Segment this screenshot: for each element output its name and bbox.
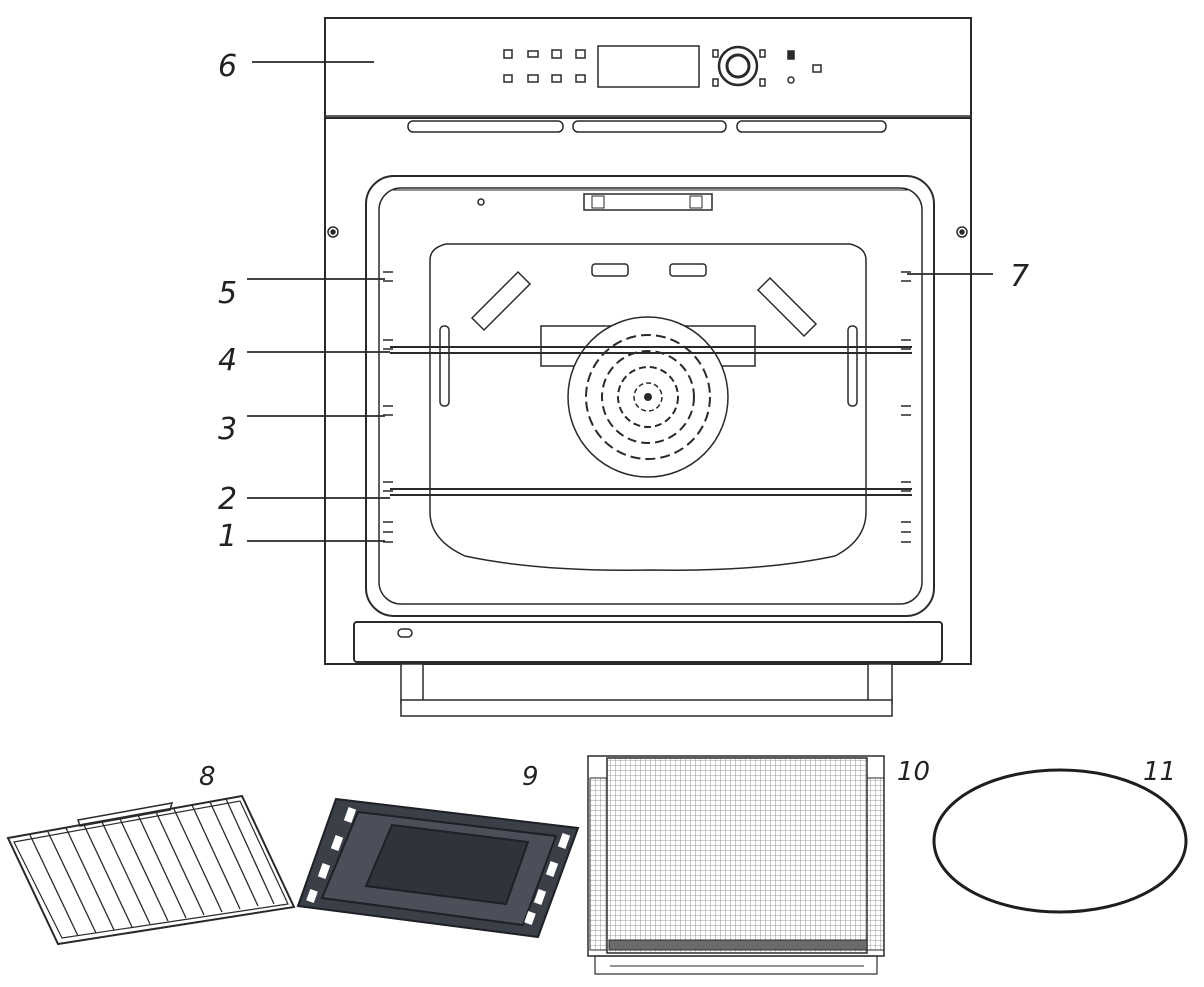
callout-5: 5	[218, 276, 238, 311]
callout-1: 1	[218, 519, 238, 554]
knob-indicators	[712, 49, 822, 87]
mounting-screws	[327, 226, 968, 238]
display-screen	[597, 45, 700, 88]
ring-gasket	[932, 768, 1188, 914]
callout-11: 11	[1143, 757, 1177, 787]
shelf-wire-level-4	[390, 346, 912, 354]
callout-7: 7	[1010, 259, 1030, 294]
callout-10: 10	[897, 757, 931, 787]
callout-8: 8	[199, 762, 216, 792]
oven-door	[353, 621, 943, 717]
baking-tray	[296, 797, 580, 939]
callout-3: 3	[218, 412, 238, 447]
callout-9: 9	[522, 762, 539, 792]
shelf-supports-left	[383, 271, 393, 543]
callout-2: 2	[218, 482, 238, 517]
control-panel	[324, 17, 972, 119]
control-knob	[717, 45, 759, 87]
vents	[407, 120, 887, 133]
wire-rack	[6, 794, 296, 946]
shelf-supports-right	[901, 271, 911, 543]
callout-6: 6	[218, 49, 238, 84]
shelf-wire-level-2	[390, 488, 912, 496]
leader-lines	[247, 61, 993, 542]
callout-4: 4	[218, 343, 238, 378]
panel-buttons	[503, 49, 586, 83]
air-fry-basket	[587, 755, 885, 975]
oven-cavity	[365, 175, 935, 617]
